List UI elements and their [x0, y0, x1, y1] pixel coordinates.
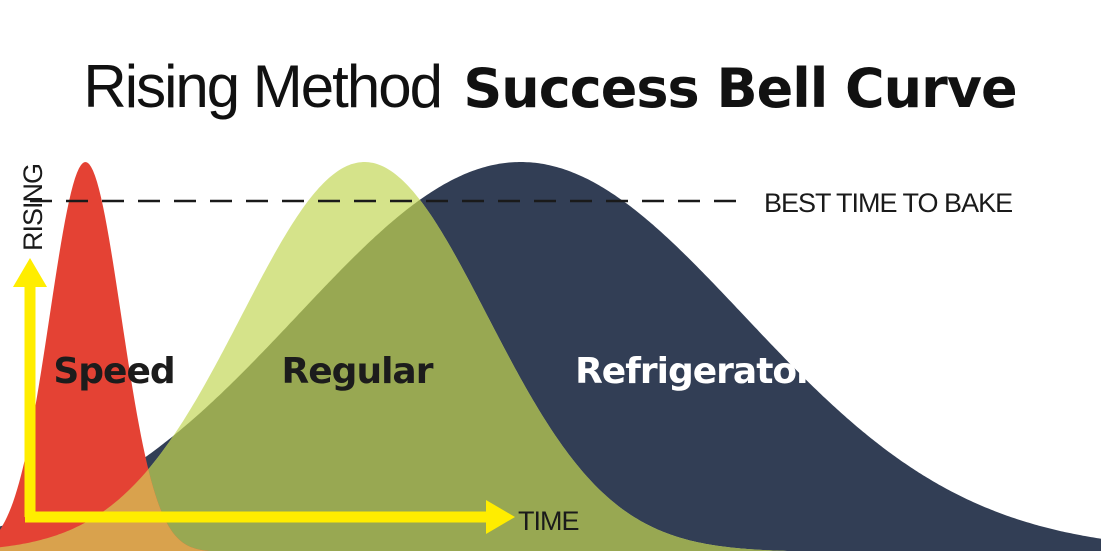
series-label-regular: Regular [282, 351, 434, 392]
x-axis-label: TIME [518, 506, 579, 536]
x-axis-arrowhead [486, 500, 515, 534]
series-label-refrigerator: Refrigerator [575, 351, 814, 392]
best-time-to-bake-label: BEST TIME TO BAKE [764, 188, 1012, 218]
speed-curve [0, 162, 209, 551]
chart-title-light: Rising Method [83, 53, 441, 120]
series-label-speed: Speed [53, 351, 174, 392]
curves-layer [0, 162, 1101, 551]
axes: TIME RISING [13, 164, 580, 536]
y-axis-arrowhead [13, 258, 47, 287]
chart-title-bold: Success Bell Curve [463, 57, 1016, 120]
y-axis-label: RISING [18, 164, 48, 251]
chart-title: Rising Method Success Bell Curve [83, 53, 1016, 120]
